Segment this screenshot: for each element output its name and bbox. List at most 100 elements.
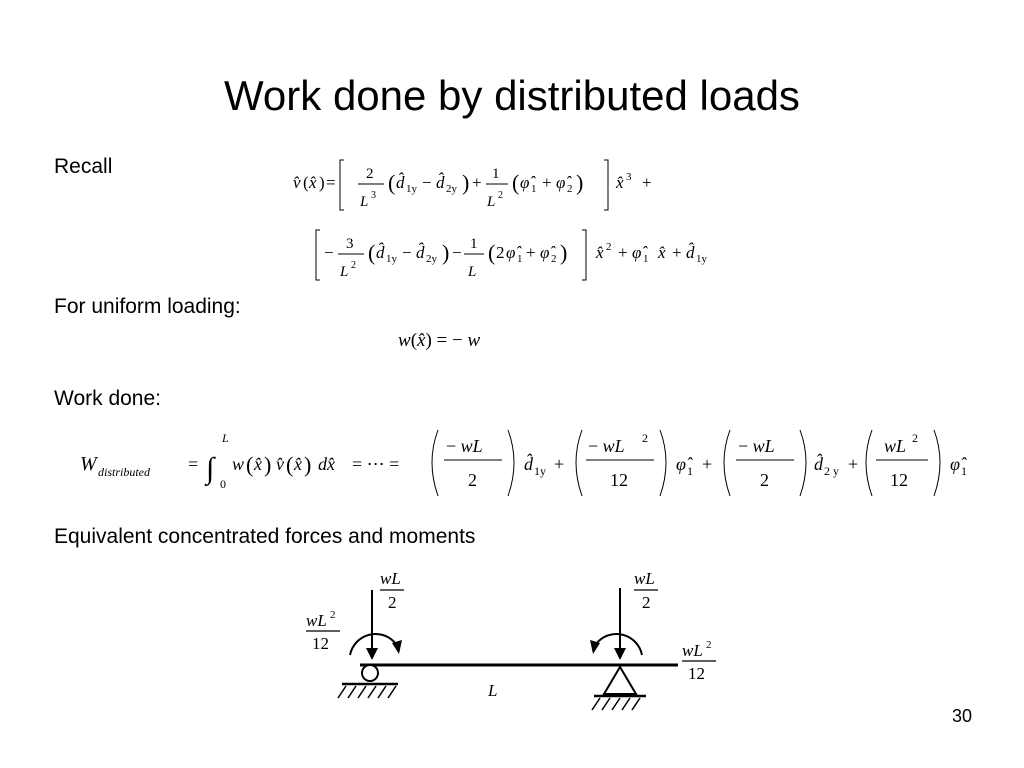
- work-done-equation-graphic: W distributed = ∫ L 0 w (x̂) v̂ (x̂) dx̂…: [80, 429, 967, 497]
- equivalent-forces-label: Equivalent concentrated forces and momen…: [54, 525, 476, 548]
- svg-text:wL: wL: [884, 436, 906, 456]
- svg-text:L: L: [339, 264, 348, 280]
- right-moment-sup: 2: [706, 639, 712, 651]
- svg-text:x̂: x̂: [615, 173, 624, 192]
- svg-text:2: 2: [760, 470, 769, 490]
- svg-text:L: L: [221, 431, 229, 445]
- svg-text:2 y: 2 y: [824, 464, 839, 478]
- svg-text:w: w: [232, 454, 244, 474]
- work-done-label: Work done:: [54, 387, 161, 410]
- svg-text:d̂: d̂: [416, 243, 425, 262]
- svg-text:1y: 1y: [534, 464, 546, 478]
- svg-text:3: 3: [346, 236, 354, 252]
- svg-text:(: (: [368, 240, 375, 265]
- svg-text:1y: 1y: [406, 183, 418, 195]
- right-force-num: wL: [634, 569, 655, 588]
- svg-text:W: W: [80, 453, 99, 475]
- svg-text:+: +: [526, 243, 536, 262]
- svg-text:(: (: [286, 452, 293, 477]
- svg-text:1: 1: [470, 236, 478, 252]
- svg-text:1: 1: [517, 253, 523, 265]
- svg-text:− wL: − wL: [738, 436, 775, 456]
- svg-text:x̂: x̂: [253, 454, 262, 474]
- svg-text:0: 0: [220, 477, 226, 491]
- svg-text:(: (: [303, 173, 309, 192]
- svg-text:d̂: d̂: [524, 453, 534, 474]
- svg-text:): ): [462, 170, 469, 195]
- svg-text:=: =: [188, 454, 198, 474]
- svg-text:2: 2: [351, 260, 356, 271]
- svg-text:d̂: d̂: [814, 453, 824, 474]
- svg-text:d̂: d̂: [686, 243, 695, 262]
- svg-text:distributed: distributed: [98, 465, 151, 479]
- svg-text:−: −: [324, 243, 334, 262]
- svg-text:= ⋯ =: = ⋯ =: [352, 454, 399, 474]
- svg-text:2: 2: [498, 190, 503, 201]
- svg-text:2: 2: [366, 166, 374, 182]
- roller-support-icon: [361, 664, 379, 682]
- svg-text:(: (: [246, 452, 253, 477]
- svg-text:12: 12: [610, 470, 628, 490]
- svg-text:1: 1: [687, 464, 693, 478]
- svg-text:): ): [576, 170, 583, 195]
- svg-text:d̂: d̂: [436, 173, 445, 192]
- svg-text:L: L: [359, 194, 368, 210]
- right-moment-den: 12: [688, 664, 705, 683]
- svg-text:3: 3: [371, 190, 376, 201]
- svg-text:+: +: [542, 173, 552, 192]
- svg-text:1y: 1y: [696, 253, 708, 265]
- svg-text:−: −: [422, 173, 432, 192]
- slide-title: Work done by distributed loads: [224, 72, 800, 119]
- left-moment-num: wL: [306, 611, 327, 630]
- svg-text:1: 1: [961, 464, 967, 478]
- left-moment-arrow: [349, 633, 397, 656]
- beam-diagram-graphic: wL 2 wL 2 wL 2 12 wL 2 12 L: [306, 569, 716, 711]
- work-done-equation: W distributed = ∫ L 0 w (x̂) v̂ (x̂) dx̂…: [76, 420, 976, 504]
- svg-text:): ): [560, 240, 567, 265]
- svg-text:): ): [304, 452, 311, 477]
- left-moment-den: 12: [312, 634, 329, 653]
- svg-text:(: (: [488, 240, 495, 265]
- svg-text:2: 2: [468, 470, 477, 490]
- svg-text:): ): [319, 173, 325, 192]
- left-force-num: wL: [380, 569, 401, 588]
- svg-text:2: 2: [551, 253, 557, 265]
- svg-text:(: (: [512, 170, 519, 195]
- svg-text:L: L: [467, 264, 476, 280]
- left-force-den: 2: [388, 593, 397, 612]
- svg-text:2: 2: [912, 431, 918, 445]
- svg-text:x̂: x̂: [657, 243, 666, 262]
- svg-text:v̂: v̂: [293, 173, 301, 192]
- svg-text:+: +: [848, 454, 858, 474]
- svg-text:2: 2: [606, 241, 612, 253]
- svg-text:−: −: [452, 243, 462, 262]
- svg-text:+: +: [702, 454, 712, 474]
- svg-text:− wL: − wL: [588, 436, 625, 456]
- left-ground-hatch: [337, 685, 397, 699]
- right-force-den: 2: [642, 593, 651, 612]
- svg-text:12: 12: [890, 470, 908, 490]
- right-moment-num: wL: [682, 641, 703, 660]
- svg-text:=: =: [326, 173, 336, 192]
- pin-support-icon: [602, 665, 638, 695]
- svg-text:∫: ∫: [204, 452, 216, 487]
- svg-text:+: +: [618, 243, 628, 262]
- svg-text:3: 3: [626, 171, 632, 183]
- slide-number: 30: [951, 706, 972, 726]
- svg-text:2: 2: [642, 431, 648, 445]
- svg-text:2: 2: [567, 183, 573, 195]
- right-moment-arrow: [595, 633, 643, 656]
- right-ground-hatch: [591, 697, 641, 711]
- svg-text:1y: 1y: [386, 253, 398, 265]
- svg-text:2: 2: [496, 243, 505, 262]
- svg-text:dx̂: dx̂: [318, 454, 335, 474]
- svg-text:2y: 2y: [426, 253, 438, 265]
- uniform-loading-label: For uniform loading:: [54, 295, 241, 318]
- svg-text:x̂: x̂: [595, 243, 604, 262]
- svg-text:−: −: [402, 243, 412, 262]
- recall-label: Recall: [54, 155, 113, 178]
- svg-text:1: 1: [643, 253, 649, 265]
- svg-text:L: L: [486, 194, 495, 210]
- svg-text:): ): [442, 240, 449, 265]
